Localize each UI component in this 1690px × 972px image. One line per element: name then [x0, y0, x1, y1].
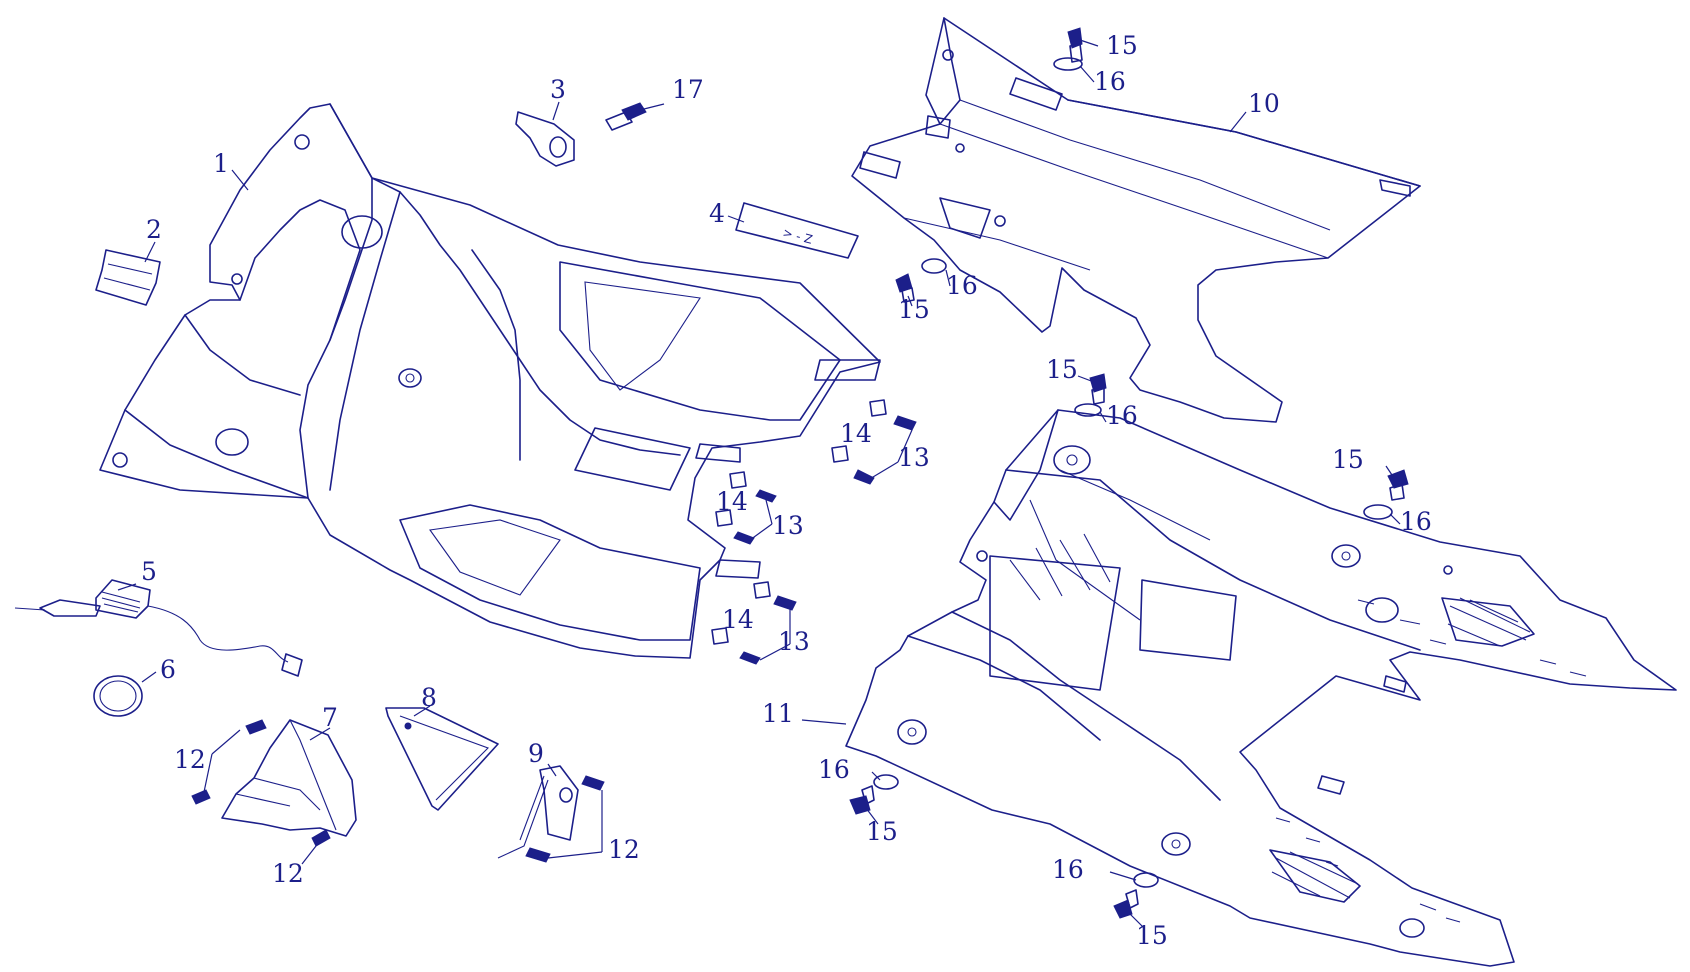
callout-14-a: 14	[840, 419, 872, 448]
callout-13-c: 13	[778, 627, 810, 656]
callout-5: 5	[141, 557, 157, 586]
callout-15-b: 15	[898, 295, 930, 324]
callout-12-c: 12	[608, 835, 640, 864]
callout-16-e: 16	[818, 755, 850, 784]
callout-8: 8	[421, 683, 437, 712]
fastener-12-screws	[191, 719, 605, 863]
callout-14-c: 14	[722, 605, 754, 634]
callout-11: 11	[762, 699, 794, 728]
fastener-13-screws	[733, 415, 917, 665]
callout-16-a: 16	[1094, 67, 1126, 96]
callout-10: 10	[1248, 89, 1280, 118]
part-10-upper-panel	[851, 17, 1421, 423]
callout-6: 6	[160, 655, 176, 684]
callout-15-c: 15	[1046, 355, 1078, 384]
callout-1: 1	[213, 149, 229, 178]
label-plate-text: > - Z	[781, 225, 814, 246]
callout-12-a: 12	[174, 745, 206, 774]
part-8-triangular-plate	[385, 707, 499, 811]
callout-16-d: 16	[1400, 507, 1432, 536]
callout-16-c: 16	[1106, 401, 1138, 430]
callout-15-e: 15	[866, 817, 898, 846]
part-7-bracket	[221, 719, 357, 837]
fastener-16-washers	[873, 57, 1393, 888]
callout-13-b: 13	[772, 511, 804, 540]
leader-lines	[117, 39, 1401, 929]
part-4-label-plate: > - Z	[735, 202, 859, 259]
callout-17: 17	[672, 75, 704, 104]
callout-12-b: 12	[272, 859, 304, 888]
part-2-side-trim	[95, 249, 161, 306]
callout-14-b: 14	[716, 487, 748, 516]
callout-4: 4	[709, 199, 725, 228]
part-6-ring	[93, 675, 143, 717]
callout-7: 7	[322, 703, 338, 732]
part-5-switch-harness	[14, 579, 303, 677]
callout-13-a: 13	[898, 443, 930, 472]
callout-16-f: 16	[1052, 855, 1084, 884]
callout-16-b: 16	[946, 271, 978, 300]
part-3-hook	[515, 111, 575, 167]
callout-3: 3	[550, 75, 566, 104]
callout-numbers: 1 2 3 4 5 6 7 8 9 10 11 12 12 12 13 13 1…	[141, 31, 1432, 950]
callout-15-d: 15	[1332, 445, 1364, 474]
part-11-floor-panel	[845, 409, 1677, 967]
part-1-inner-cover	[99, 103, 881, 659]
fastener-15-bolts	[849, 27, 1409, 919]
fastener-17-screw	[605, 102, 647, 131]
callout-2: 2	[146, 215, 162, 244]
callout-9: 9	[528, 739, 544, 768]
callout-15-a: 15	[1106, 31, 1138, 60]
fastener-14-clips	[711, 399, 887, 645]
callout-15-f: 15	[1136, 921, 1168, 950]
part-9-bracket	[497, 765, 579, 859]
